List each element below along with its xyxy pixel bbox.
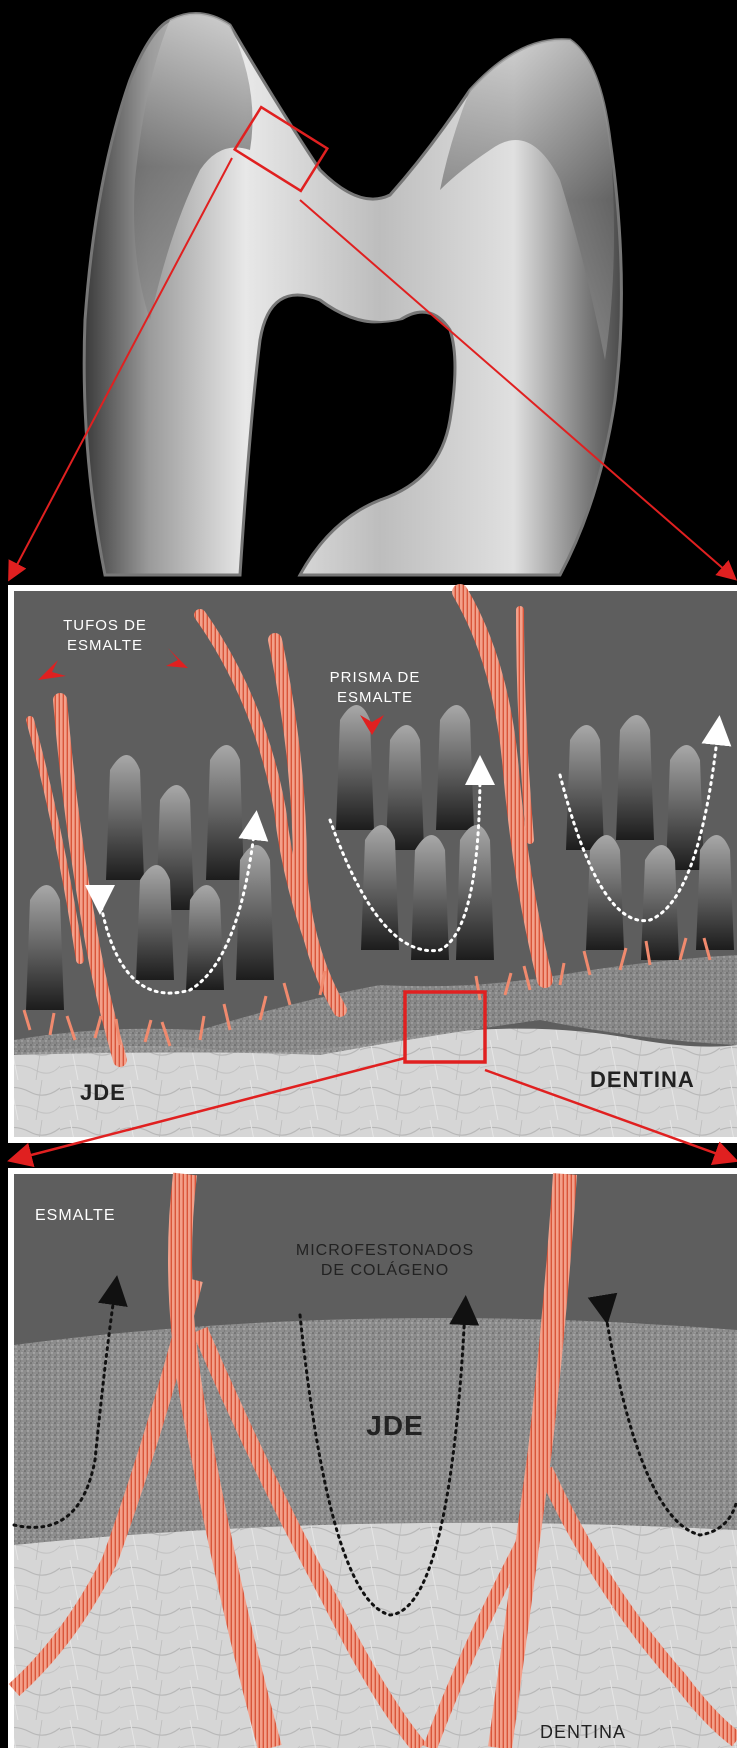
label-esmalte-bottom: ESMALTE	[35, 1207, 116, 1224]
label-dentina-bottom: DENTINA	[540, 1722, 626, 1742]
tooth-micrograph	[0, 0, 737, 585]
label-tufos-2: ESMALTE	[67, 637, 143, 654]
label-prisma-2: ESMALTE	[337, 689, 413, 706]
panel-prism-detail: TUFOS DE ESMALTE PRISMA DE ESMALTE JDE D…	[8, 585, 737, 1160]
label-prisma-1: PRISMA DE	[330, 669, 421, 686]
dentin-region-bottom	[14, 1523, 737, 1748]
panel-jde-detail: ESMALTE MICROFESTONADOS DE COLÁGENO JDE …	[8, 1168, 737, 1748]
label-jde-mid: JDE	[80, 1080, 126, 1105]
label-micro-2: DE COLÁGENO	[321, 1260, 449, 1279]
label-jde-bottom: JDE	[366, 1410, 423, 1441]
label-dentina-mid: DENTINA	[590, 1067, 695, 1092]
label-micro-1: MICROFESTONADOS	[296, 1242, 474, 1259]
label-tufos-1: TUFOS DE	[63, 617, 147, 634]
